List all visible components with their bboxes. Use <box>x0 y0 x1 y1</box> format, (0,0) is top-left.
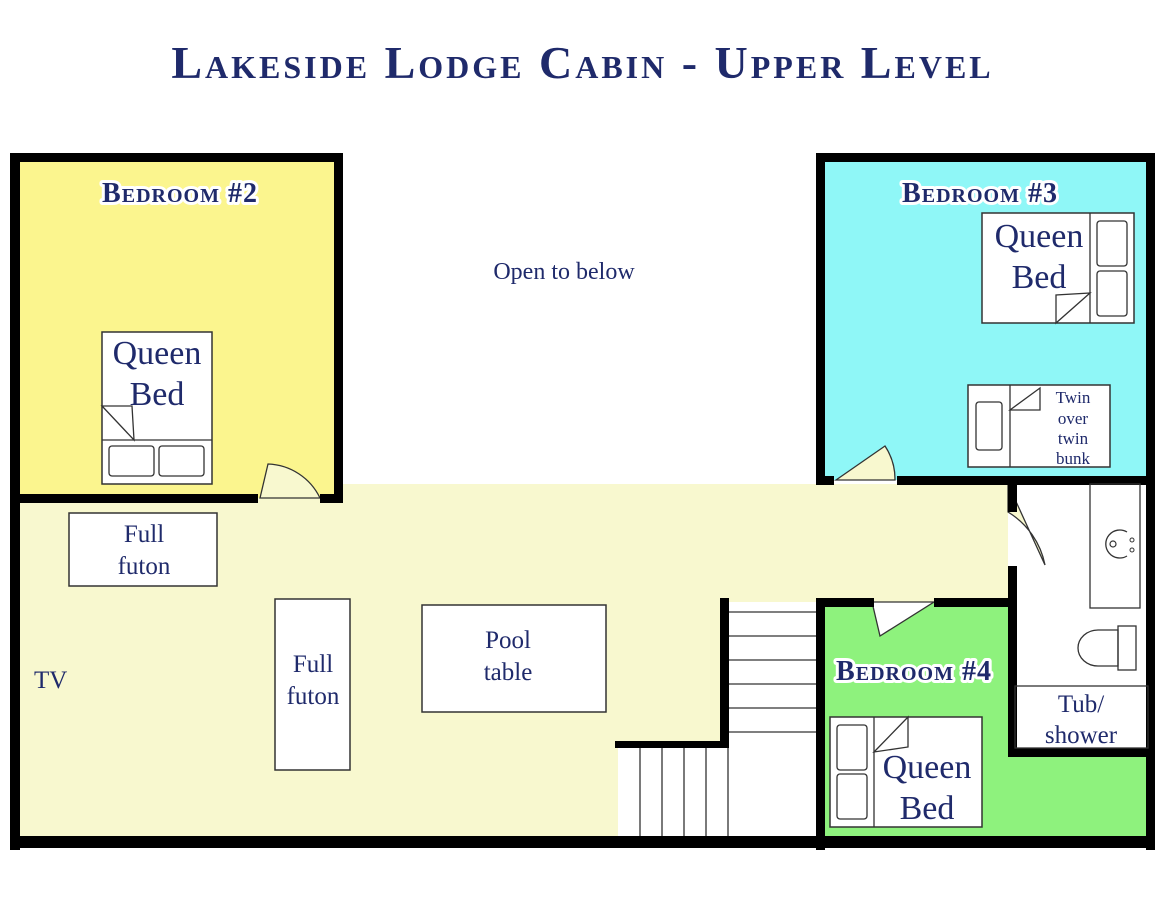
bathroom-floor <box>1015 484 1148 754</box>
futon-1-label-line2: futon <box>118 553 171 580</box>
staircase <box>618 611 818 836</box>
bed-label-line2: Bed <box>900 790 955 827</box>
open-to-below-label: Open to below <box>493 259 635 285</box>
bedroom-2-title: Bedroom #2 <box>102 178 258 209</box>
tub-shower-label-line1: Tub/ <box>1058 691 1104 718</box>
walls <box>10 153 1155 850</box>
common-area-floor-2 <box>618 602 726 745</box>
pool-table: Pool table <box>421 604 607 713</box>
bunk-label-line4: bunk <box>1056 449 1091 468</box>
bed-label-line1: Queen <box>995 218 1084 255</box>
bed-label-line2: Bed <box>1012 259 1067 296</box>
tub-shower-label-line2: shower <box>1045 722 1118 749</box>
bedroom-3-title: Bedroom #3 <box>902 178 1058 209</box>
full-futon-2: Full futon <box>274 598 351 771</box>
door-swings <box>259 445 1046 638</box>
bedroom-2-queen-bed: Queen Bed <box>100 331 213 485</box>
hallway-floor <box>336 484 1008 602</box>
pool-table-label-line2: table <box>484 659 533 686</box>
bunk-label-line3: twin <box>1058 429 1089 448</box>
bedroom-4-title: Bedroom #4 <box>836 656 992 687</box>
bunk-label-line1: Twin <box>1056 388 1091 407</box>
futon-2-label-line2: futon <box>287 683 340 710</box>
full-futon-1: Full futon <box>68 512 218 587</box>
bunk-label-line2: over <box>1058 409 1089 428</box>
bed-label-line1: Queen <box>113 335 202 372</box>
futon-2-label-line1: Full <box>293 651 333 678</box>
bedroom-3-bunk-bed: Twin over twin bunk <box>967 384 1111 468</box>
pool-table-label-line1: Pool <box>485 627 531 654</box>
tv-label: TV <box>34 667 67 694</box>
bedroom-4-queen-bed: Queen Bed <box>829 715 983 828</box>
bedroom-3-queen-bed: Queen Bed <box>981 212 1135 325</box>
page-title: Lakeside Lodge Cabin - Upper Level <box>171 37 994 88</box>
bed-label-line2: Bed <box>130 376 185 413</box>
futon-1-label-line1: Full <box>124 521 164 548</box>
bathroom-fixtures: Tub/ shower <box>1014 483 1149 749</box>
bed-label-line1: Queen <box>883 749 972 786</box>
